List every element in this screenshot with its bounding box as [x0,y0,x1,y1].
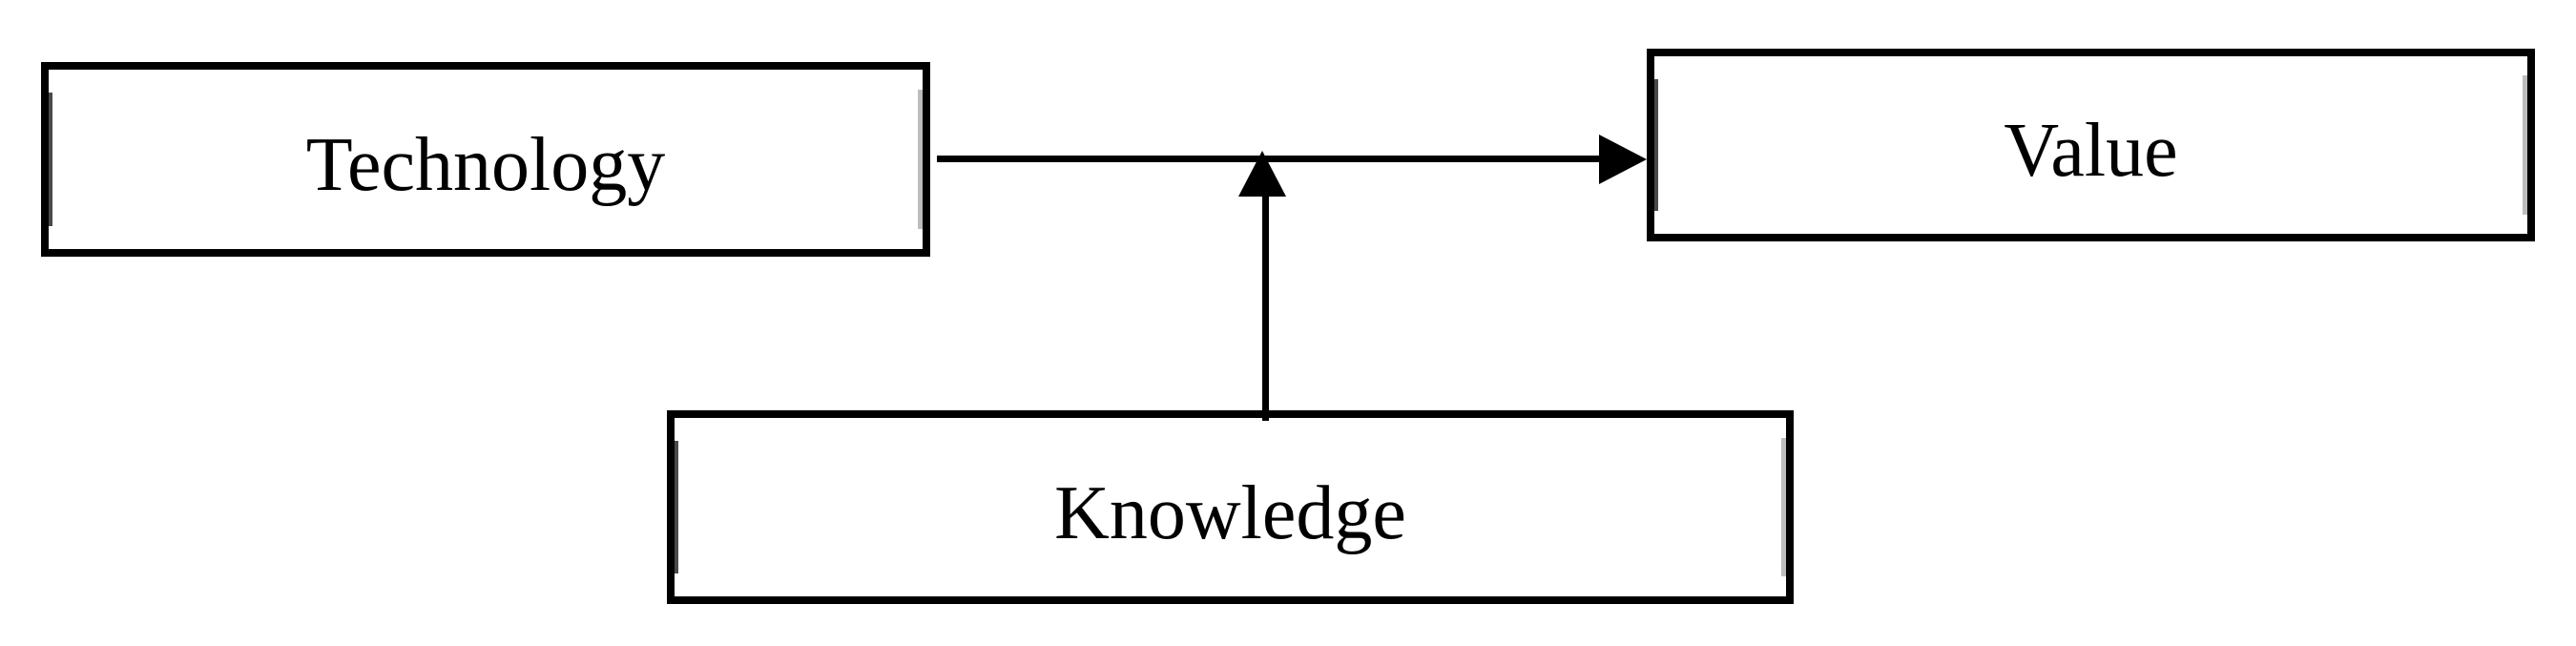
node-technology-label: Technology [305,123,666,207]
node-knowledge-label: Knowledge [1054,470,1406,555]
arrow-knowledge-to-edge-line [1262,194,1269,421]
node-technology: Technology [41,62,930,257]
node-value: Value [1647,49,2535,241]
arrowhead-up-icon [1238,151,1286,197]
arrowhead-right-icon [1599,135,1647,184]
node-knowledge: Knowledge [667,410,1794,604]
node-value-label: Value [2004,109,2178,193]
